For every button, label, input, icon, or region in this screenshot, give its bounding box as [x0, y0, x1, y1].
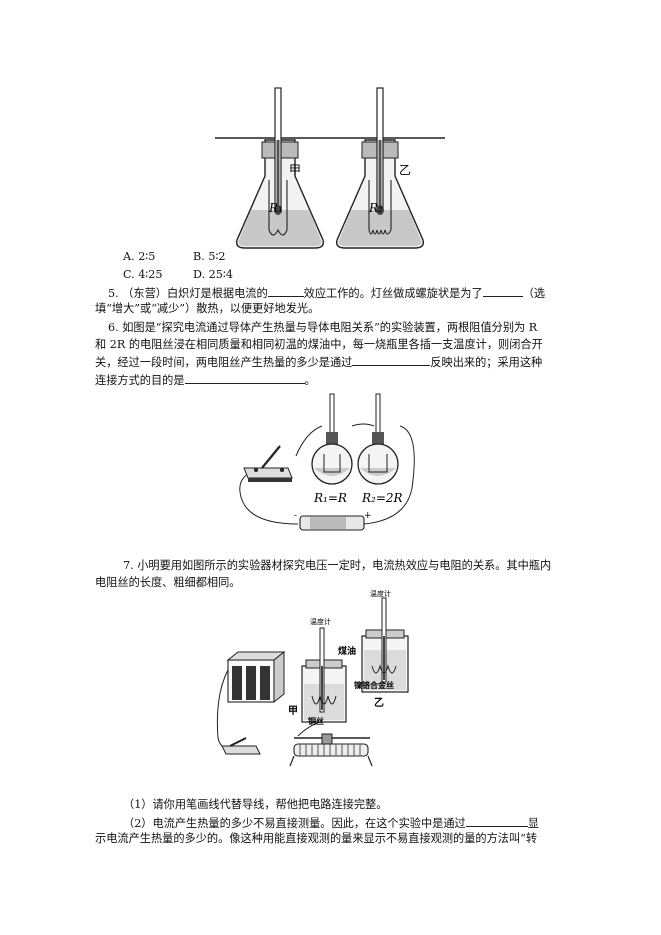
jar-yi — [361, 597, 409, 693]
q6-blank-2[interactable] — [184, 372, 305, 384]
label-jia-3: 甲 — [288, 705, 298, 717]
choice-b: B. 5∶2 — [193, 250, 226, 263]
label-nichrome: 镍铬合金丝 — [354, 680, 394, 690]
label-copper: 铜丝 — [308, 716, 324, 726]
label-yi-3: 乙 — [374, 697, 384, 709]
q6-text-3a: 关，经过一段时间，两电阻丝产生热量的多少是通过 — [95, 356, 353, 369]
battery-pack — [226, 650, 286, 704]
label-yi: 乙 — [399, 163, 411, 177]
label-thermometer-2: 温度计 — [370, 589, 391, 598]
q5-text-b: 效应工作的。灯丝做成螺旋状是为了 — [303, 287, 483, 300]
flask-r1 — [311, 393, 353, 485]
q6-blank-1[interactable] — [352, 354, 431, 366]
q5-text-c: （选 — [522, 287, 546, 300]
q7-line2: 电阻丝的长度、粗细都相同。 — [95, 576, 241, 589]
choice-d: D. 25∶4 — [193, 268, 233, 281]
label-r1-eq-r: R₁=R — [313, 491, 347, 505]
q6-line3: 关，经过一段时间，两电阻丝产生热量的多少是通过 反映出来的；采用这种 — [95, 354, 542, 371]
q6-line2: 和 2R 的电阻丝浸在相同质量和相同初温的煤油中，每一烧瓶里各插一支温度计，则闭… — [95, 338, 543, 351]
figure-two-flasks: 甲 乙 R₁ R₂ — [215, 87, 445, 249]
q7-sub2-text-a: （2）电流产生热量的多少不易直接测量。因此，在这个实验中是通过 — [123, 817, 466, 830]
label-r2: R₂ — [368, 201, 383, 215]
rheostat — [289, 733, 373, 767]
switch-3 — [221, 737, 261, 755]
q7-line1: 7. 小明要用如图所示的实验器材探究电压一定时，电流热效应与电阻的关系。其中瓶内 — [123, 559, 552, 572]
svg-text:-: - — [294, 511, 297, 521]
q6-text-3b: 反映出来的；采用这种 — [430, 356, 543, 369]
q5-blank-1[interactable] — [267, 285, 304, 297]
q7-sub1: （1）请你用笔画线代替导线，帮他把电路连接完整。 — [123, 798, 388, 811]
q5-line1: 5. （东营）白炽灯是根据电流的 效应工作的。灯丝做成螺旋状是为了 （选 — [108, 285, 545, 302]
q6-text-4a: 连接方式的目的是 — [95, 374, 185, 387]
q7-sub2-text-b: 显 — [527, 817, 539, 830]
label-r1: R₁ — [268, 201, 283, 215]
q6-text-4b: 。 — [304, 374, 316, 387]
q6-line4: 连接方式的目的是 。 — [95, 372, 316, 389]
jar-jia — [301, 627, 347, 723]
q5-text-a: 5. （东营）白炽灯是根据电流的 — [108, 287, 268, 300]
q7-sub3: 示电流产生热量的多少的。像这种用能直接观测的量来显示不易直接观测的量的方法叫“转 — [95, 832, 538, 845]
battery: - + — [294, 511, 372, 531]
switch — [243, 445, 293, 482]
q5-blank-2[interactable] — [482, 285, 523, 297]
choice-a: A. 2∶5 — [123, 250, 156, 263]
label-thermometer-1: 温度计 — [310, 617, 331, 626]
figure-apparatus: 温度计 温度计 煤油 镍铬合金丝 铜丝 甲 乙 — [216, 589, 409, 767]
label-kerosene: 煤油 — [338, 645, 356, 657]
figure-series-circuit: R₁=R R₂=2R - + — [239, 393, 415, 531]
q6-line1: 6. 如图是“探究电流通过导体产生热量与导体电阻关系”的实验装置，两根阻值分别为… — [108, 321, 538, 334]
svg-text:+: + — [364, 511, 372, 521]
flask-jia — [235, 87, 325, 249]
q5-line2: 填“增大”或“减少”）散热，以便更好地发光。 — [95, 302, 320, 315]
label-r2-eq-2r: R₂=2R — [361, 491, 403, 505]
choice-c: C. 4∶25 — [123, 268, 163, 281]
circuit-wire — [239, 423, 415, 525]
flask-yi — [335, 87, 425, 249]
q7-blank-1[interactable] — [465, 815, 528, 827]
q7-sub2: （2）电流产生热量的多少不易直接测量。因此，在这个实验中是通过 显 — [123, 815, 539, 832]
label-jia: 甲 — [289, 163, 301, 177]
flask-r2 — [357, 393, 399, 485]
